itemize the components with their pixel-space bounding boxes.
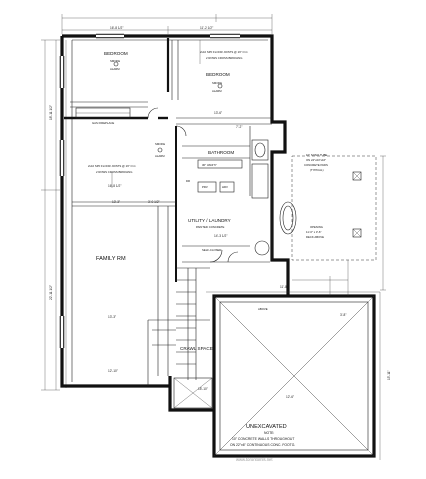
unexcavated-label: UNEXCAVATED <box>246 424 287 430</box>
dr-label: DR <box>186 179 190 183</box>
dimension-labels: 16'-8 1/2" 13'-6" 7'-2" 13'-3" 3'-0 1/2"… <box>49 105 391 399</box>
alarm-bath-label: ALARM <box>155 154 165 158</box>
smoke-bath-label: SMOKE <box>155 142 165 146</box>
dim-unexc-2: 3'-8" <box>340 313 346 317</box>
smoke-alarm-icons <box>113 61 223 153</box>
dim-mid-left: 16'-8 1/2" <box>108 184 121 188</box>
alarm-right-label: ALARM <box>212 89 222 93</box>
dim-fam-3: 13'-3" <box>108 315 116 319</box>
dim-top-right: 11'-2 1/2" <box>200 26 213 30</box>
dim-crawl: 12'-10" <box>108 369 118 373</box>
sono-tube-label: 10" SONO TUBE <box>306 153 327 157</box>
hrv-label: HRV <box>222 185 228 189</box>
opening-line1: OPENING <box>310 225 323 229</box>
prv-label: PRV <box>202 185 208 189</box>
unexcavated-area <box>206 291 381 460</box>
joists-top-label: 2x10 SPF FLOOR JOISTS @ 16" O.C. <box>200 50 249 54</box>
dim-unexc: 11'-8" <box>280 285 288 289</box>
dim-bottom-2: 12'-6" <box>286 395 294 399</box>
room-labels: BEDROOM SMOKE ALARM BEDROOM SMOKE ALARM … <box>96 51 295 447</box>
interior-walls <box>59 33 273 409</box>
family-room-label: FAMILY RM <box>96 256 126 262</box>
dim-left-1: 18'-11 1/2" <box>49 105 53 120</box>
smoke-left-label: SMOKE <box>110 59 120 63</box>
crawl-space-label: CRAWL SPACE <box>180 346 213 351</box>
utility-label: UTILITY / LAUNDRY <box>188 218 231 223</box>
smoke-right-label: SMOKE <box>212 81 222 85</box>
dim-left-fam: 22'-11 1/2" <box>49 285 53 300</box>
alarm-left-label: ALARM <box>110 67 120 71</box>
self-closer-label: SELF-CLOSER <box>202 248 221 252</box>
left-dimension-lines <box>41 39 67 391</box>
watermark: www.torontomls.net <box>236 457 273 462</box>
deck-pier-zone <box>254 155 386 296</box>
dim-mid-right2: 7'-2" <box>236 125 242 129</box>
above-label: ABOVE <box>258 307 268 311</box>
vanity-label: 30" VANITY <box>202 163 217 167</box>
dim-mid-right: 13'-6" <box>214 111 222 115</box>
note-title: NOTE: <box>264 431 274 435</box>
sono-tube-line3: CONCRETE PADS <box>304 163 328 167</box>
bridging-top-label: 2 ROWS CROSS BRIDGING <box>206 56 242 60</box>
opening-line3: DECK ABOVE <box>306 235 324 239</box>
dim-fam-2: 3'-0 1/2" <box>148 200 160 204</box>
dim-right: 15'-11" <box>387 370 391 380</box>
sono-tube-line4: (TYPICAL) <box>310 168 324 172</box>
note-line-1: 10" CONCRETE WALLS THROUGHOUT <box>232 437 294 441</box>
bedroom-left-label: BEDROOM <box>104 51 128 56</box>
bridging-mid-label: 2 ROWS CROSS BRIDGING <box>96 170 132 174</box>
dim-fam-1: 13'-3" <box>112 200 120 204</box>
dim-bottom: 15'-10" <box>198 387 208 391</box>
annotation-labels: GAS FIREPLACE 2x10 SPF FLOOR JOISTS @ 16… <box>88 50 328 311</box>
sono-tube-line2: ON 24"x24"x16" <box>306 158 326 162</box>
bathroom-label: BATHROOM <box>208 150 234 155</box>
bedroom-right-label: BEDROOM <box>206 72 230 77</box>
dim-utility: 14'-3 1/2" <box>214 234 227 238</box>
gas-fireplace-label: GAS FIREPLACE <box>92 121 114 125</box>
opening-line2: 11'-0" x 3'-6" <box>306 230 321 234</box>
utility-sub-label: PAINTED CONCRETE <box>196 225 225 229</box>
note-line-2: ON 22"x6" CONTINUOUS CONC. FOOTG. <box>230 443 295 447</box>
top-dimension-lines: 16'-8 1/2" 11'-2 1/2" <box>61 14 273 34</box>
dim-top-left: 16'-8 1/2" <box>110 26 123 30</box>
joists-mid-label: 2x10 SPF FLOOR JOISTS @ 16" O.C. <box>88 164 137 168</box>
